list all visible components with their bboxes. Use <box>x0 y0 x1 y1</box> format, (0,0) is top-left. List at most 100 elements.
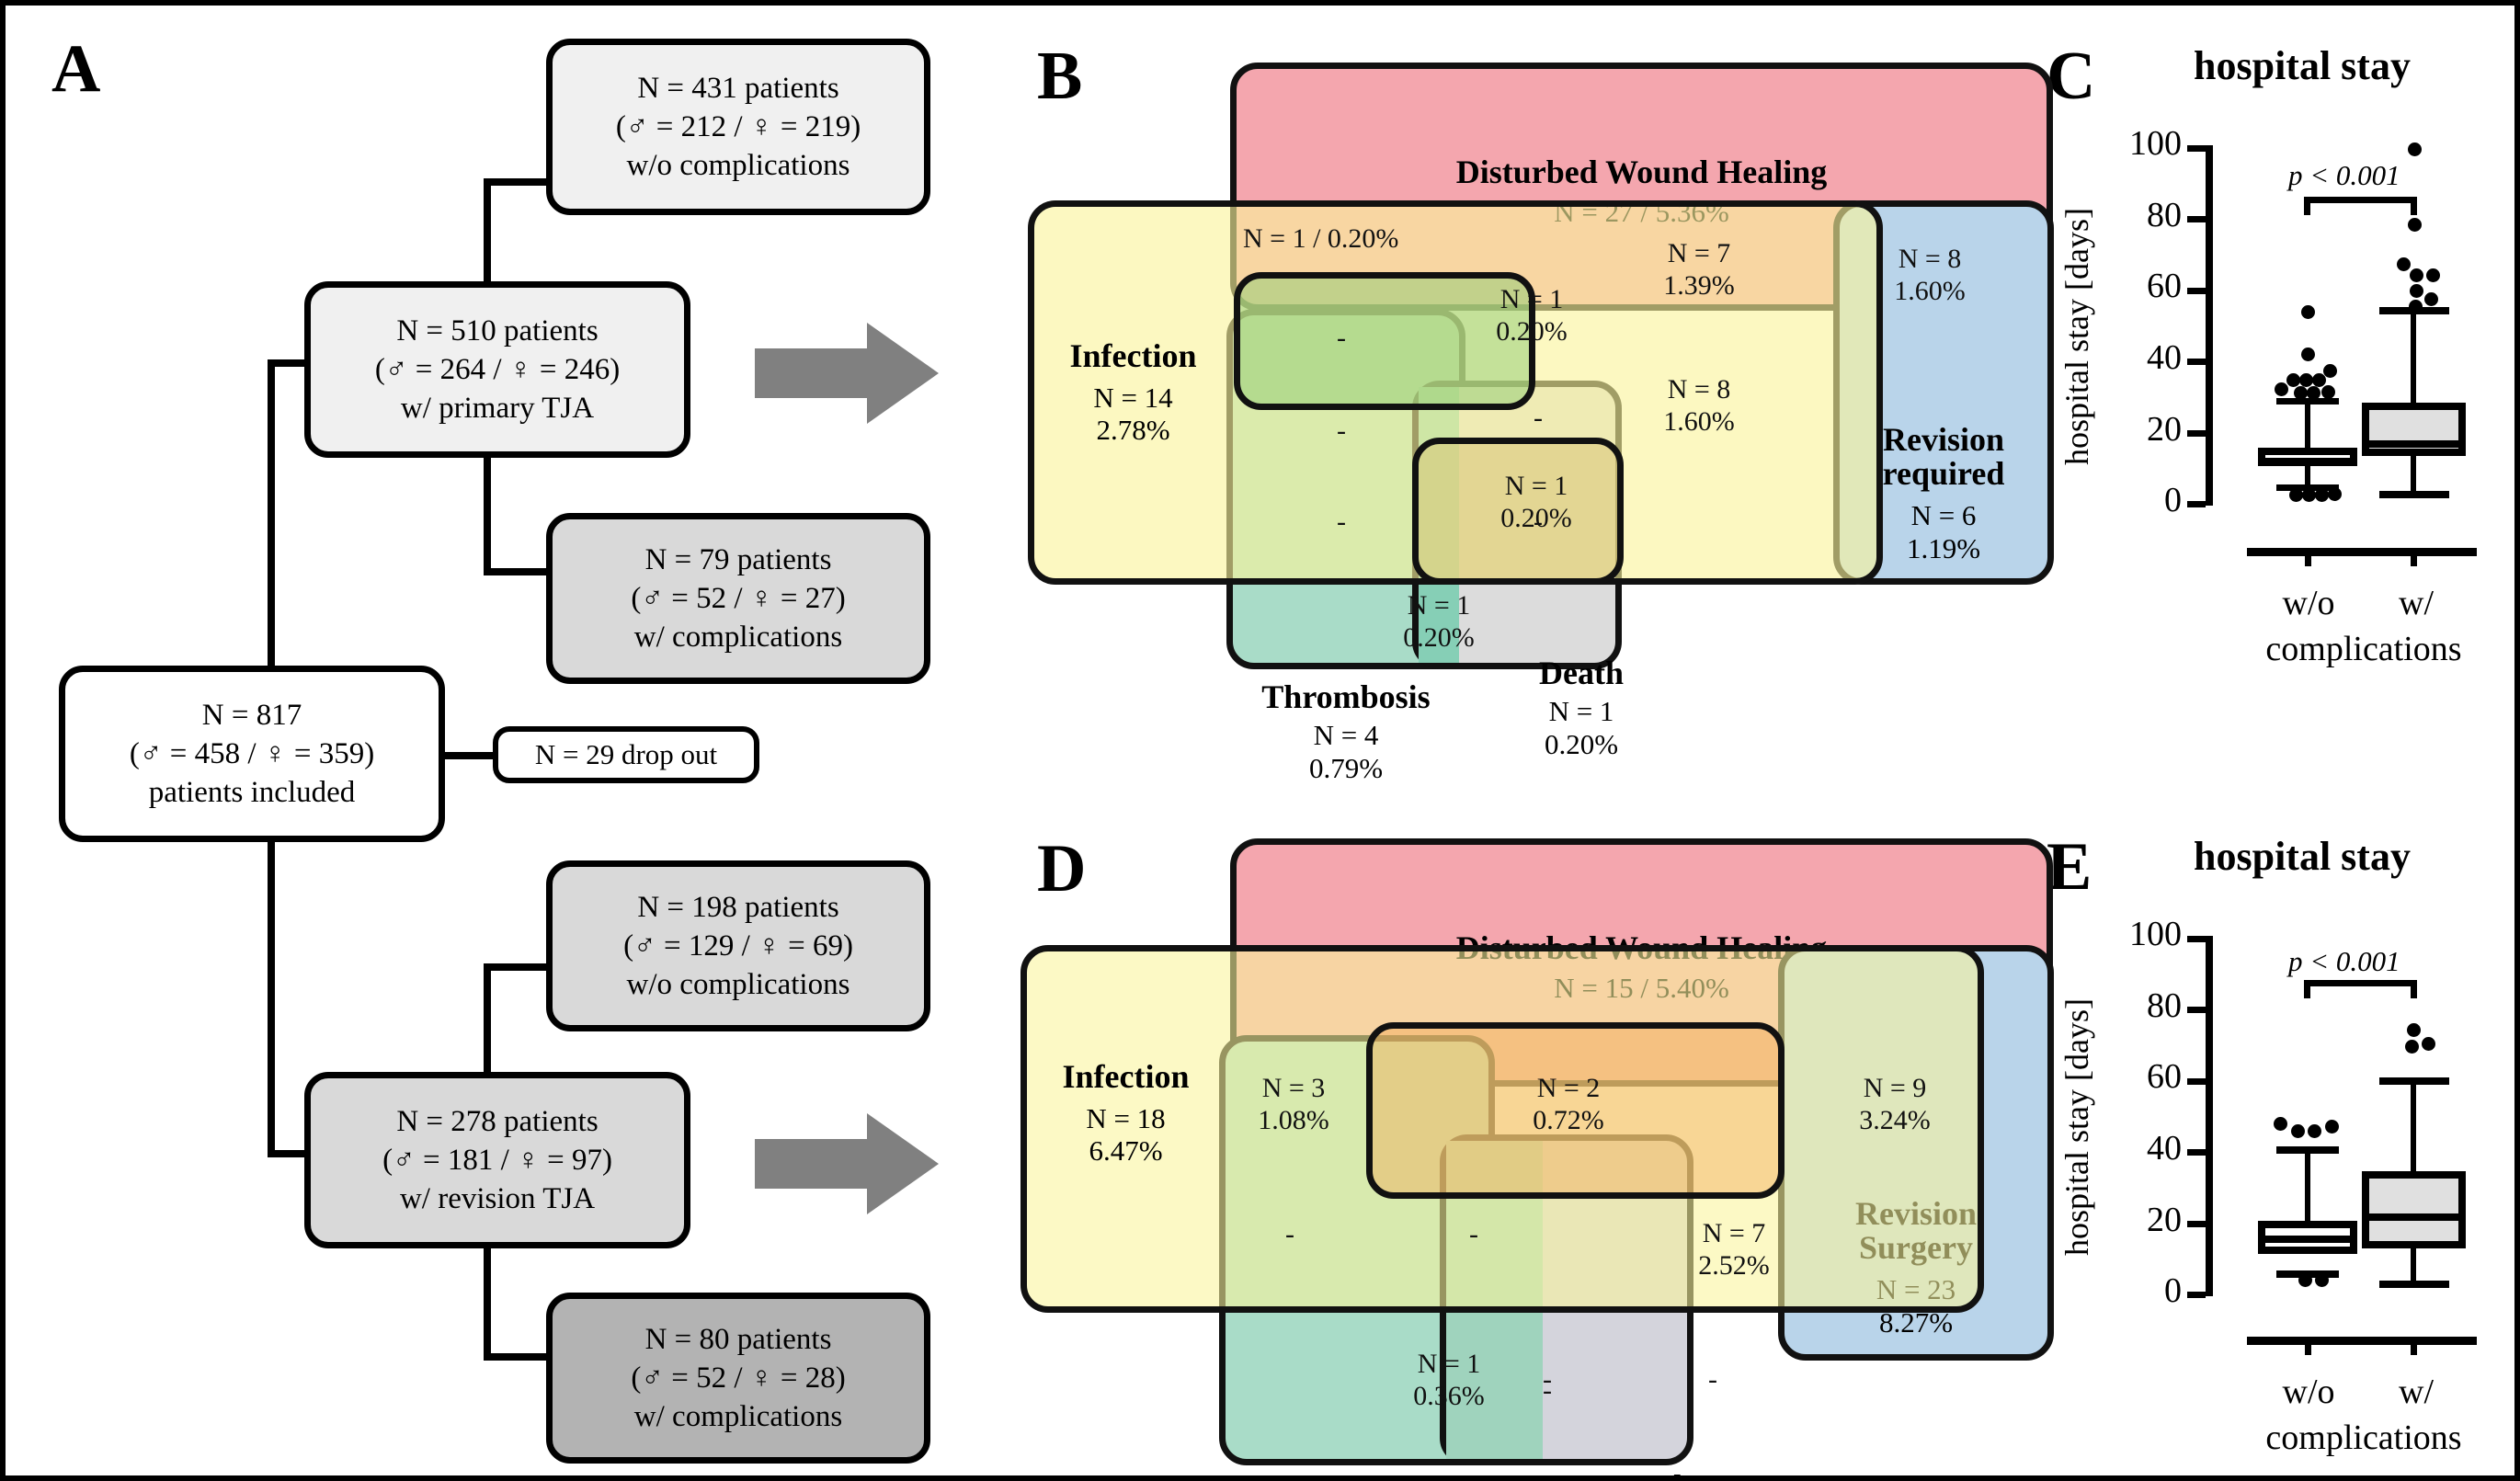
panel-c-ylabel-80: 80 <box>2147 196 2182 234</box>
venn-b-empty-5: - <box>1534 507 1543 537</box>
venn-b-empty-4: - <box>1534 403 1543 433</box>
panel-e-box1-outlier <box>2315 1273 2329 1287</box>
venn-d-iwr-n: N = 2 <box>1536 1073 1601 1103</box>
panel-c-xtick-1 <box>2305 548 2311 566</box>
venn-b-empty-1: - <box>1337 323 1346 353</box>
venn-b-cell-inf-wound: N = 1 / 0.20% <box>1243 223 1399 254</box>
panel-e-xlabel-2: w/ <box>2399 1373 2434 1411</box>
venn-b-itw-pct: 0.20% <box>1496 316 1568 347</box>
flow-revision-c-line2: (♂ = 52 / ♀ = 28) <box>631 1361 846 1395</box>
panel-c-box1-outlier <box>2323 364 2337 378</box>
venn-d-death-title: Death <box>1607 1469 1692 1475</box>
venn-b-ir-pct: 1.60% <box>1663 406 1735 438</box>
panel-e-pvalue: p < 0.001 <box>2288 945 2400 977</box>
panel-e-box2[interactable] <box>2362 1171 2466 1248</box>
flow-primary-line1: N = 510 patients <box>396 313 599 347</box>
panel-e-bracket-right <box>2411 980 2417 998</box>
venn-d-thrombosis-title: Thrombosis <box>1272 1474 1441 1475</box>
panel-e-box2-cap-upper <box>2379 1077 2449 1085</box>
venn-b-thrombosis-n: N = 4 <box>1313 719 1379 752</box>
panel-c-bracket-top <box>2304 197 2417 203</box>
flow-revision-line1: N = 278 patients <box>396 1104 599 1138</box>
panel-c-ytick-0 <box>2187 501 2206 507</box>
panel-e-box2-outlier <box>2405 1040 2419 1054</box>
venn-b-wr-pct: 1.60% <box>1894 276 1966 307</box>
flow-box-revision-tja[interactable]: N = 278 patients (♂ = 181 / ♀ = 97) w/ r… <box>304 1072 690 1248</box>
venn-b-revision-title2: required <box>1882 455 2005 493</box>
panel-e-box1-cap-upper <box>2276 1146 2339 1154</box>
flow-box-revision-no-complications[interactable]: N = 198 patients (♂ = 129 / ♀ = 69) w/o … <box>546 860 930 1031</box>
venn-d-empty-4: - <box>1708 1364 1717 1395</box>
panel-e-ytick-40 <box>2187 1149 2206 1156</box>
venn-d-empty-1: - <box>1285 1219 1294 1249</box>
panel-e-box1-median <box>2258 1236 2357 1243</box>
panel-e-box1-whisker-line <box>2305 1148 2310 1240</box>
venn-d-iw-n: N = 3 <box>1261 1073 1326 1103</box>
connector-primary-bottom <box>484 568 548 575</box>
panel-c-box1-cap-lower <box>2276 484 2339 491</box>
panel-e-letter: E <box>2047 829 2092 905</box>
panel-e-ytick-0 <box>2187 1292 2206 1298</box>
panel-c-box1-outlier <box>2289 488 2303 502</box>
flow-primary-noc-line1: N = 431 patients <box>637 71 839 105</box>
venn-b-thrombosis-title: Thrombosis <box>1261 678 1431 716</box>
venn-b-infection-label-group: Infection N = 14 2.78% <box>1034 337 1232 447</box>
panel-e-box2-median <box>2362 1213 2466 1221</box>
panel-c-bracket-right <box>2411 197 2417 215</box>
flow-primary-noc-line3: w/o complications <box>626 149 850 183</box>
panel-c-box1-outlier <box>2302 488 2316 502</box>
panel-e-y-axis <box>2206 936 2213 1296</box>
panel-a-letter: A <box>51 31 101 107</box>
panel-c-xlabel-1: w/o <box>2282 584 2335 622</box>
flow-box-dropout[interactable]: N = 29 drop out <box>493 726 759 783</box>
flow-box-primary-with-complications[interactable]: N = 79 patients (♂ = 52 / ♀ = 27) w/ com… <box>546 513 930 684</box>
panel-c-ylabel-60: 60 <box>2147 267 2182 305</box>
venn-b-infection-title: Infection <box>1069 337 1197 374</box>
connector-revision-bottom <box>484 1353 548 1361</box>
panel-c-box1-outlier <box>2299 373 2313 387</box>
panel-c-ytick-60 <box>2187 288 2206 294</box>
panel-e-box2-whisker-line <box>2411 1079 2416 1180</box>
venn-b-revision-pct: 1.19% <box>1906 531 1981 564</box>
venn-b-cell-wound-rev: N = 8 1.60% <box>1861 243 1999 308</box>
panel-c-box2[interactable] <box>2362 403 2466 456</box>
flow-revision-line3: w/ revision TJA <box>399 1182 596 1216</box>
flow-box-root[interactable]: N = 817 (♂ = 458 / ♀ = 359) patients inc… <box>59 666 445 842</box>
flow-box-primary-no-complications[interactable]: N = 431 patients (♂ = 212 / ♀ = 219) w/o… <box>546 39 930 215</box>
flow-revision-noc-line1: N = 198 patients <box>637 890 839 924</box>
venn-b-wound-title: Disturbed Wound Healing <box>1455 154 1828 191</box>
venn-b-iwr-pct: 1.39% <box>1663 270 1735 302</box>
panel-e-bracket-left <box>2304 980 2310 998</box>
panel-c-box2-outlier <box>2410 268 2423 282</box>
venn-b-cell-inf-thromb-wound: N = 1 0.20% <box>1467 283 1596 348</box>
panel-e-ylabel-100: 100 <box>2129 915 2182 953</box>
panel-c-box1-outlier <box>2321 385 2335 399</box>
venn-b-revision-title: Revision <box>1882 420 2004 458</box>
venn-d-cell-inf-rev: N = 7 2.52% <box>1670 1217 1798 1282</box>
panel-e-ylabel: hospital stay [days] <box>2058 998 2095 1256</box>
panel-c-box1-outlier <box>2275 382 2288 396</box>
panel-c-ylabel-20: 20 <box>2147 410 2182 449</box>
venn-b-empty-2: - <box>1337 416 1346 446</box>
venn-d-tr-n: N = 1 <box>1417 1349 1481 1379</box>
panel-c-box2-whisker-line-low <box>2411 456 2416 496</box>
venn-d-wr-pct: 3.24% <box>1859 1105 1931 1136</box>
venn-b-inf-death-rev-box <box>1412 438 1624 585</box>
panel-c-box1-outlier <box>2328 487 2342 501</box>
venn-d-infection-n: N = 18 <box>1086 1101 1166 1134</box>
flow-box-primary-tja[interactable]: N = 510 patients (♂ = 264 / ♀ = 246) w/ … <box>304 281 690 458</box>
panel-c-box2-whisker-line <box>2411 309 2416 408</box>
venn-d-infection-box[interactable]: Infection N = 18 6.47% <box>1021 945 1984 1313</box>
panel-e-xlabel-1: w/o <box>2282 1373 2335 1411</box>
panel-c-box2-outlier <box>2408 218 2422 232</box>
connector-root-to-primary <box>268 359 318 367</box>
panel-e-box1-outlier <box>2291 1124 2305 1138</box>
panel-c-box1-outlier <box>2294 386 2308 400</box>
flow-primary-line3: w/ primary TJA <box>400 392 595 426</box>
arrow-primary-icon <box>755 323 939 424</box>
panel-c-ylabel: hospital stay [days] <box>2058 208 2095 465</box>
flow-box-revision-with-complications[interactable]: N = 80 patients (♂ = 52 / ♀ = 28) w/ com… <box>546 1293 930 1464</box>
flow-revision-noc-line2: (♂ = 129 / ♀ = 69) <box>623 928 853 963</box>
venn-d-infection-pct: 6.47% <box>1089 1134 1163 1168</box>
